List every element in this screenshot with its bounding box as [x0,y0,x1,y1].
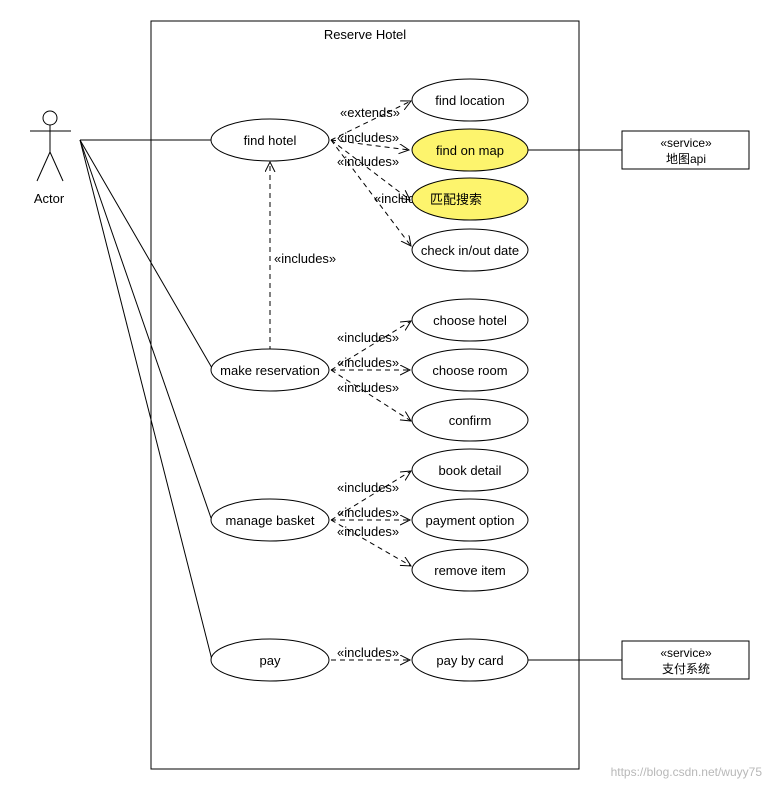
svg-text:«service»: «service» [660,646,712,660]
actor-associations [79,139,213,661]
label-includes-pay-by-card: «includes» [337,645,399,660]
label-includes-payment-option: «includes» [337,505,399,520]
use-case-choose-room[interactable]: choose room [411,348,529,392]
label-includes-reservation-find-hotel: «includes» [274,251,336,266]
svg-text:payment option: payment option [426,513,515,528]
use-case-make-reservation[interactable]: make reservation [210,348,330,392]
use-case-pay-by-card[interactable]: pay by card [411,638,529,682]
arrow-extends-find-location [330,101,411,141]
svg-text:remove item: remove item [434,563,506,578]
svg-text:confirm: confirm [449,413,492,428]
label-includes-confirm: «includes» [337,380,399,395]
actor-figure[interactable] [30,110,71,182]
dependency-arrows [270,101,411,660]
use-case-confirm[interactable]: confirm [411,398,529,442]
svg-text:check in/out date: check in/out date [421,243,519,258]
svg-text:book detail: book detail [439,463,502,478]
label-includes-find-on-map: «includes» [337,130,399,145]
arrow-includes-match-search [330,139,410,200]
service-map-api[interactable]: «service» 地图api [621,130,750,170]
system-boundary [150,20,580,770]
svg-text:make reservation: make reservation [220,363,320,378]
actor-label: Actor [34,191,65,206]
watermark: https://blog.csdn.net/wuyy75 [611,765,763,779]
arrow-includes-find-on-map [330,139,409,150]
arrow-includes-remove-item [330,519,411,566]
use-case-choose-hotel[interactable]: choose hotel [411,298,529,342]
svg-text:find hotel: find hotel [244,133,297,148]
arrow-includes-choose-hotel [330,321,411,371]
svg-text:choose hotel: choose hotel [433,313,507,328]
use-case-find-on-map[interactable]: find on map [411,128,529,172]
svg-text:pay: pay [260,653,281,668]
svg-text:pay by card: pay by card [436,653,503,668]
association-manage-basket [79,139,212,519]
svg-text:匹配搜索: 匹配搜索 [430,192,482,207]
label-includes-choose-hotel: «includes» [337,330,399,345]
association-pay [79,139,213,661]
use-case-find-location[interactable]: find location [411,78,529,122]
use-case-match-search[interactable]: 匹配搜索 [411,177,529,221]
svg-text:地图api: 地图api [666,152,706,166]
svg-text:支付系统: 支付系统 [662,662,710,676]
label-includes-match-search: «includes» [337,154,399,169]
svg-text:manage basket: manage basket [226,513,315,528]
label-includes-choose-room: «includes» [337,355,399,370]
system-title: Reserve Hotel [324,27,406,42]
use-case-book-detail[interactable]: book detail [411,448,529,492]
arrow-includes-check-date [330,139,411,246]
service-payment[interactable]: «service» 支付系统 [621,640,750,680]
label-extends: «extends» [340,105,400,120]
use-case-find-hotel[interactable]: find hotel [210,118,330,162]
use-case-payment-option[interactable]: payment option [411,498,529,542]
use-case-remove-item[interactable]: remove item [411,548,529,592]
label-includes-remove-item: «includes» [337,524,399,539]
svg-text:find on map: find on map [436,143,504,158]
arrow-includes-confirm [330,369,411,421]
svg-text:find location: find location [435,93,504,108]
arrow-includes-book-detail [330,471,411,521]
svg-text:choose room: choose room [432,363,507,378]
svg-text:«service»: «service» [660,136,712,150]
use-case-manage-basket[interactable]: manage basket [210,498,330,542]
use-case-check-date[interactable]: check in/out date [411,228,529,272]
association-make-reservation [79,139,213,369]
label-includes-book-detail: «includes» [337,480,399,495]
use-case-pay[interactable]: pay [210,638,330,682]
